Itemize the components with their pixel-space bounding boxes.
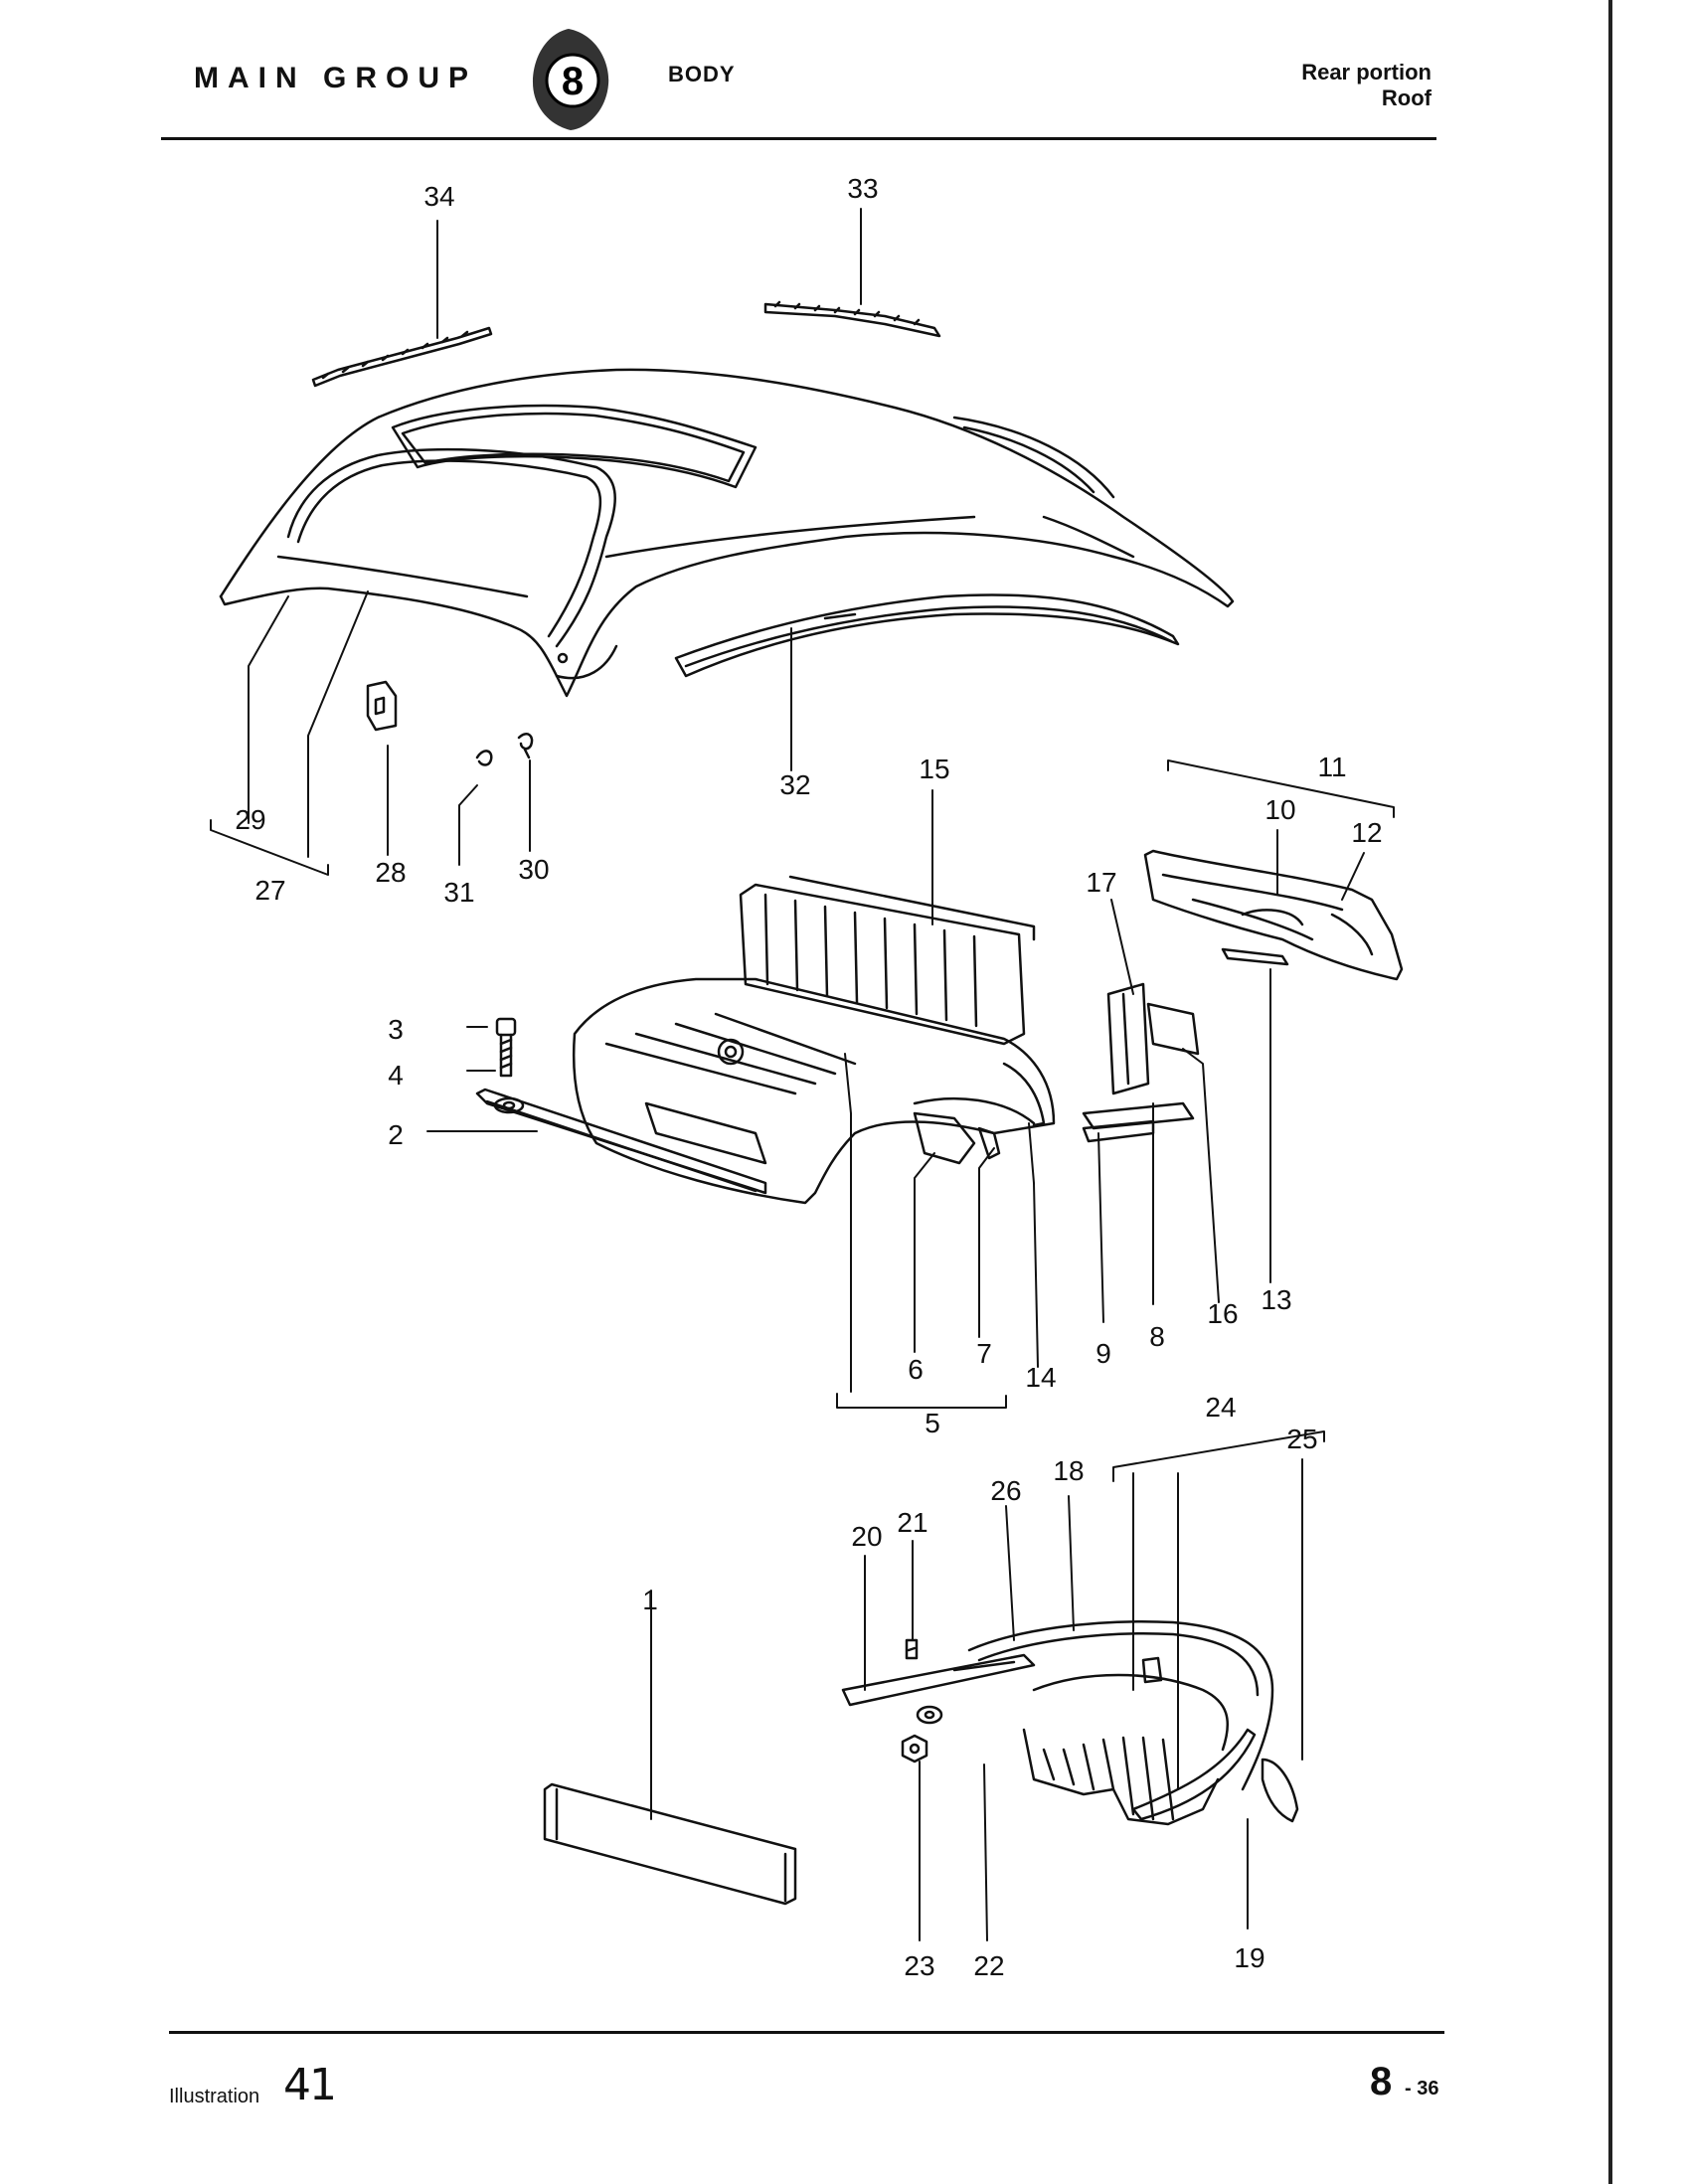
callout-29: 29 — [235, 804, 266, 835]
part-16-corner-panel — [1146, 1002, 1200, 1056]
illustration-label: Illustration — [169, 2086, 260, 2107]
page-number: 8 — [1370, 2060, 1393, 2103]
part-1-sill-strip — [543, 1782, 797, 1906]
callout-14: 14 — [1025, 1362, 1057, 1393]
callout-31: 31 — [443, 877, 475, 908]
part-11-rear-panel-assembly — [1143, 849, 1404, 981]
part-24-wheel-housing-assembly — [967, 1619, 1274, 1826]
part-8-9-cross-member — [1082, 1101, 1195, 1143]
header-rule — [161, 137, 1436, 140]
leader-lines — [248, 208, 1365, 1941]
callout-10: 10 — [1264, 794, 1296, 825]
callout-21: 21 — [897, 1507, 928, 1538]
binder-edge — [1608, 0, 1612, 2184]
part-23-nut — [901, 1734, 928, 1764]
part-21-screw — [905, 1638, 919, 1660]
callout-12: 12 — [1351, 817, 1383, 848]
group-number-badge: 8 — [529, 25, 612, 134]
roof-panel — [219, 368, 1235, 698]
part-28-bracket — [366, 680, 398, 732]
part-20-arm — [841, 1653, 1036, 1707]
callout-15: 15 — [919, 754, 950, 784]
part-14-edge-profile — [1002, 1062, 1046, 1127]
callout-4: 4 — [388, 1060, 404, 1091]
callout-24: 24 — [1205, 1392, 1237, 1423]
part-25-rear-cover — [1261, 1758, 1299, 1823]
callout-11: 11 — [1317, 752, 1347, 782]
callout-5: 5 — [925, 1408, 940, 1438]
part-15-rear-panel — [739, 875, 1036, 1046]
part-34-drip-strip-left — [311, 326, 493, 388]
callout-1: 1 — [642, 1585, 658, 1615]
callout-3: 3 — [388, 1014, 404, 1045]
section-title: BODY — [668, 62, 736, 86]
part-7-bracket — [977, 1126, 1001, 1160]
subtitle-line1: Rear portion — [1301, 60, 1432, 84]
callout-17: 17 — [1086, 867, 1117, 898]
part-32-roof-side-strip — [674, 593, 1180, 678]
illustration-number: 41 — [283, 2060, 337, 2110]
callout-16: 16 — [1207, 1298, 1239, 1329]
part-17-side-panel — [1106, 982, 1150, 1095]
callout-23: 23 — [904, 1950, 935, 1981]
callout-19: 19 — [1234, 1942, 1265, 1973]
callout-28: 28 — [375, 857, 407, 888]
part-30-clip — [517, 733, 534, 759]
callout-32: 32 — [779, 769, 811, 800]
part-3-bolt — [495, 1017, 517, 1078]
callout-30: 30 — [518, 854, 550, 885]
callout-13: 13 — [1261, 1284, 1292, 1315]
part-5-rear-floor-pan — [572, 977, 1056, 1205]
group-brackets — [210, 759, 1395, 1482]
group-number: 8 — [562, 60, 584, 103]
part-13-bracket — [1221, 947, 1289, 966]
callout-34: 34 — [423, 181, 455, 212]
callout-25: 25 — [1286, 1424, 1318, 1454]
page-sub-number: - 36 — [1405, 2078, 1439, 2100]
callout-6: 6 — [908, 1354, 924, 1385]
callout-26: 26 — [990, 1475, 1022, 1506]
callout-2: 2 — [388, 1119, 404, 1150]
part-6-support — [913, 1111, 976, 1165]
part-19-edge-strip — [1131, 1728, 1257, 1821]
callout-8: 8 — [1149, 1321, 1165, 1352]
part-31-clip — [475, 750, 493, 766]
callout-22: 22 — [973, 1950, 1005, 1981]
callout-20: 20 — [851, 1521, 883, 1552]
part-22-washer — [916, 1705, 943, 1725]
subtitle-line2: Roof — [1381, 85, 1432, 110]
callout-9: 9 — [1095, 1338, 1111, 1369]
main-group-label: MAIN GROUP — [194, 62, 477, 94]
callout-27: 27 — [254, 875, 286, 906]
callout-7: 7 — [976, 1338, 992, 1369]
callout-33: 33 — [847, 173, 879, 204]
part-33-drip-strip-right — [763, 300, 941, 338]
footer-rule — [169, 2031, 1444, 2034]
part-2-strip — [475, 1088, 767, 1195]
callout-18: 18 — [1053, 1455, 1085, 1486]
